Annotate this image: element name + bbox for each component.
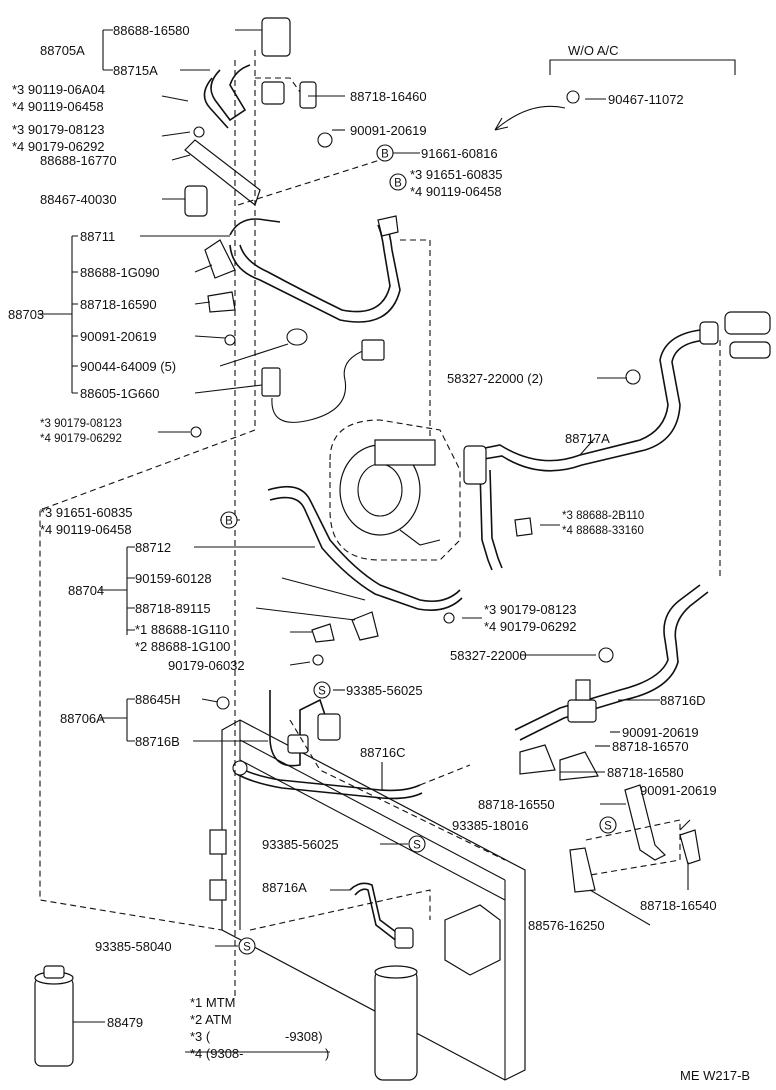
label-93385-18016: 93385-18016 <box>452 818 529 833</box>
label-90179-06292-low: *4 90179-06292 <box>484 619 577 634</box>
marker-s-3: S <box>408 835 426 853</box>
label-90091-20619-right: 90091-20619 <box>622 725 699 740</box>
note-4-right: ) <box>325 1046 329 1061</box>
label-88716A: 88716A <box>262 880 307 895</box>
label-88467-40030: 88467-40030 <box>40 192 117 207</box>
label-91661-60816: 91661-60816 <box>421 146 498 161</box>
label-90044-64009: 90044-64009 (5) <box>80 359 176 374</box>
label-90119-06A04: *3 90119-06A04 <box>12 82 105 97</box>
label-88715A: 88715A <box>113 63 158 78</box>
label-88688-1G110: *1 88688-1G110 <box>135 622 229 637</box>
label-90179-08123-top: *3 90179-08123 <box>12 122 105 137</box>
note-3-right: -9308) <box>285 1029 323 1044</box>
part-labels: 88705A 88688-16580 88715A *3 90119-06A04… <box>8 23 717 1030</box>
label-88718-16570: 88718-16570 <box>612 739 689 754</box>
label-88716B: 88716B <box>135 734 180 749</box>
marker-b-1-letter: B <box>381 149 389 161</box>
label-88688-2B110: *3 88688-2B110 <box>562 510 644 522</box>
label-90159-60128: 90159-60128 <box>135 571 212 586</box>
receiver-88479 <box>34 965 74 1067</box>
label-88645H: 88645H <box>135 692 181 707</box>
label-88718-16540: 88718-16540 <box>640 898 717 913</box>
label-88688-16770: 88688-16770 <box>40 153 117 168</box>
receiver-dryer <box>349 882 418 1081</box>
label-88479: 88479 <box>107 1015 143 1030</box>
label-88705A: 88705A <box>40 43 85 58</box>
label-90179-08123-mid: *3 90179-08123 <box>40 418 122 430</box>
wo-ac-header: W/O A/C <box>568 43 619 58</box>
label-88718-16550: 88718-16550 <box>478 797 555 812</box>
label-88716C: 88716C <box>360 745 406 760</box>
label-90119-06458-top: *4 90119-06458 <box>12 99 104 114</box>
note-atm: *2 ATM <box>190 1012 232 1027</box>
notes-legend: *1 MTM *2 ATM *3 ( -9308) *4 (9308- ) <box>190 995 329 1061</box>
label-88718-16580: 88718-16580 <box>607 765 684 780</box>
label-90091-20619-lower: 90091-20619 <box>640 783 717 798</box>
leader-lines <box>38 29 736 1053</box>
label-90091-20619-left: 90091-20619 <box>80 329 157 344</box>
label-58327-22000-2: 58327-22000 (2) <box>447 371 543 386</box>
label-88717A: 88717A <box>565 431 610 446</box>
marker-b-2-letter: B <box>394 178 402 190</box>
marker-s-4-letter: S <box>243 942 251 954</box>
label-90179-06032: 90179-06032 <box>168 658 245 673</box>
label-90179-06292-top: *4 90179-06292 <box>12 139 105 154</box>
label-88688-16580: 88688-16580 <box>113 23 190 38</box>
marker-s-4: S <box>238 937 256 955</box>
condenser <box>209 719 526 1081</box>
label-93385-58040: 93385-58040 <box>95 939 172 954</box>
label-90179-08123-low: *3 90179-08123 <box>484 602 577 617</box>
label-88712: 88712 <box>135 540 171 555</box>
label-91651-60835-top: *3 91651-60835 <box>410 167 503 182</box>
marker-s-2-letter: S <box>604 821 612 833</box>
label-88718-16590: 88718-16590 <box>80 297 157 312</box>
marker-b-3-letter: B <box>225 516 233 528</box>
label-88703: 88703 <box>8 307 44 322</box>
note-mtm: *1 MTM <box>190 995 236 1010</box>
marker-s-3-letter: S <box>413 840 421 852</box>
note-3-left: *3 ( <box>190 1029 211 1044</box>
label-88711: 88711 <box>80 229 115 244</box>
diagram-code: ME W217-B <box>680 1068 750 1083</box>
marker-b-3: B <box>220 511 238 529</box>
label-88605-1G660: 88605-1G660 <box>80 386 160 401</box>
marker-b-2: B <box>389 173 407 191</box>
label-88688-1G100: *2 88688-1G100 <box>135 639 230 654</box>
marker-s-1: S <box>313 681 331 699</box>
label-88704: 88704 <box>68 583 104 598</box>
note-4-left: *4 (9308- <box>190 1046 243 1061</box>
label-90091-20619-top: 90091-20619 <box>350 123 427 138</box>
label-88718-16460: 88718-16460 <box>350 89 427 104</box>
label-58327-22000: 58327-22000 <box>450 648 527 663</box>
label-90179-06292-mid: *4 90179-06292 <box>40 433 122 445</box>
wo-ac-group: W/O A/C 90467-11072 <box>568 43 684 107</box>
marker-s-1-letter: S <box>318 686 326 698</box>
hoses-and-pipes <box>184 17 771 893</box>
label-88718-89115: 88718-89115 <box>135 601 211 616</box>
label-88706A: 88706A <box>60 711 105 726</box>
label-91651-60835-low: *3 91651-60835 <box>40 505 133 520</box>
marker-s-2: S <box>599 816 617 834</box>
label-88576-16250: 88576-16250 <box>528 918 605 933</box>
label-90467-11072: 90467-11072 <box>608 92 684 107</box>
label-93385-56025-top: 93385-56025 <box>346 683 423 698</box>
label-88716D: 88716D <box>660 693 706 708</box>
label-93385-56025-low: 93385-56025 <box>262 837 339 852</box>
label-90119-06458-low: *4 90119-06458 <box>40 522 132 537</box>
label-88688-1G090: 88688-1G090 <box>80 265 160 280</box>
compressor <box>329 419 461 561</box>
marker-b-1: B <box>376 144 394 162</box>
label-90119-06458-mid: *4 90119-06458 <box>410 184 502 199</box>
label-88688-33160: *4 88688-33160 <box>562 525 644 537</box>
